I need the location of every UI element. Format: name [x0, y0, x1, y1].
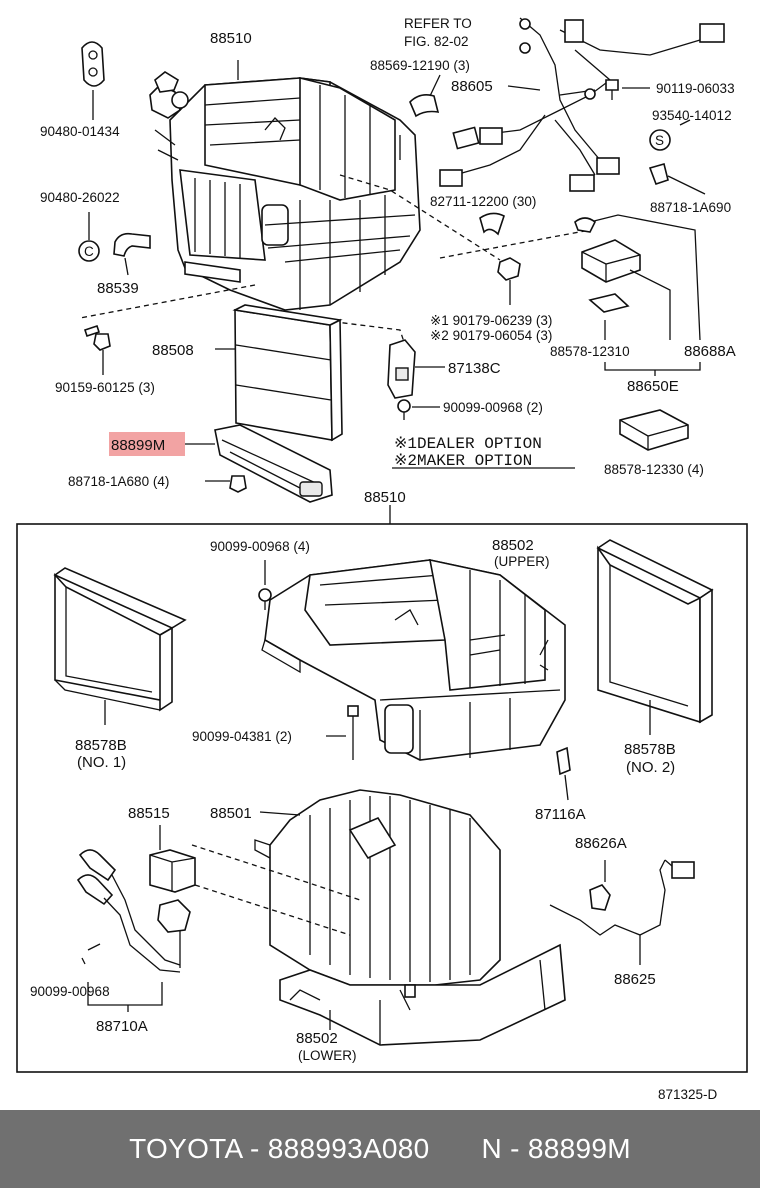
heater-unit-assembly	[149, 71, 421, 311]
label-88625: 88625	[614, 971, 656, 988]
label-88510-top: 88510	[210, 30, 252, 47]
screw-90099-00968-2	[397, 399, 440, 420]
label-88578-12310: 88578-12310	[550, 344, 630, 359]
bolt-90119-06033	[605, 79, 650, 100]
label-88626A: 88626A	[575, 835, 627, 852]
label-90099-4: 90099-00968 (4)	[210, 539, 310, 554]
clip-88718-1A690	[648, 163, 706, 195]
bolt-90159-60125	[83, 324, 111, 375]
nut-90179	[497, 257, 521, 305]
label-no2: (NO. 2)	[626, 759, 675, 776]
bolt-90099-04381	[326, 705, 359, 760]
label-87138C: 87138C	[448, 360, 501, 377]
label-no1: (NO. 1)	[77, 754, 126, 771]
brand-part-number: TOYOTA - 888993A080	[129, 1133, 430, 1164]
pipe-88710A	[76, 849, 191, 1012]
label-90159: 90159-60125 (3)	[55, 380, 155, 395]
part-number-footer: TOYOTA - 888993A080 N - 88899M	[0, 1110, 760, 1188]
label-refer: REFER TO	[404, 16, 472, 31]
hose-88539	[113, 232, 151, 276]
label-refer-fig: FIG. 82-02	[404, 34, 469, 49]
label-88502-lower: 88502	[296, 1030, 338, 1047]
label-90099-2: 90099-00968 (2)	[443, 400, 543, 415]
case-lower-88502	[279, 943, 566, 1046]
label-90480a: 90480-01434	[40, 124, 120, 139]
sub-assembly-frame	[16, 523, 748, 1073]
figure-number: 871325-D	[658, 1087, 718, 1102]
label-88578B-1: 88578B	[75, 737, 127, 754]
amplifier-88650E	[574, 214, 701, 376]
clamp-82711	[479, 212, 505, 236]
label-88899M: 88899M	[111, 437, 165, 454]
reference-number: N - 88899M	[481, 1133, 631, 1164]
svg-text:S: S	[655, 133, 664, 148]
label-88539: 88539	[97, 280, 139, 297]
label-90179-1: ※1 90179-06239 (3)	[430, 313, 552, 328]
label-88605: 88605	[451, 78, 493, 95]
label-88510-mid: 88510	[364, 489, 406, 506]
grommet-90480-26022: C	[78, 212, 100, 262]
label-88508: 88508	[152, 342, 194, 359]
filter-88578-12330	[619, 409, 689, 451]
label-90480b: 90480-26022	[40, 190, 120, 205]
label-87116A: 87116A	[535, 806, 586, 823]
label-88515: 88515	[128, 805, 170, 822]
label-88718-1A690: 88718-1A690	[650, 200, 731, 215]
clip-93540-14012: S	[649, 119, 691, 151]
grommet-90480-01434	[81, 41, 105, 120]
label-88688A: 88688A	[684, 343, 736, 360]
filter-cover-88899M	[185, 424, 333, 503]
thermistor-88625	[549, 859, 695, 965]
label-90099-00968: 90099-00968	[30, 984, 110, 999]
screw-90099-00968-4	[258, 560, 272, 610]
label-88650E: 88650E	[627, 378, 679, 395]
label-lower: (LOWER)	[298, 1048, 357, 1063]
frame-88578B-no2	[596, 539, 714, 735]
frame-88578B-no1	[53, 567, 187, 725]
label-90179-2: ※2 90179-06054 (3)	[430, 328, 552, 343]
clip-88718-1A680	[205, 475, 247, 493]
case-upper-88502	[261, 558, 566, 761]
label-88578-12330: 88578-12330 (4)	[604, 462, 704, 477]
wire-harness-88605	[439, 17, 725, 192]
label-88569: 88569-12190 (3)	[370, 58, 470, 73]
label-88578B-2: 88578B	[624, 741, 676, 758]
clamp-88569	[409, 74, 441, 118]
label-93540: 93540-14012	[652, 108, 732, 123]
label-88710A: 88710A	[96, 1018, 148, 1035]
label-maker-option: ※2MAKER OPTION	[394, 452, 532, 470]
evaporator-88501	[254, 789, 501, 986]
air-filter-88508	[215, 304, 343, 442]
expansion-valve-88515	[149, 825, 196, 893]
label-88502-upper: 88502	[492, 537, 534, 554]
label-upper: (UPPER)	[494, 554, 550, 569]
label-88501: 88501	[210, 805, 252, 822]
label-88718-1A680: 88718-1A680 (4)	[68, 474, 169, 489]
sensor-87138C	[387, 339, 445, 399]
clip-87116A	[556, 746, 571, 801]
label-90119: 90119-06033	[656, 81, 735, 96]
svg-text:C: C	[84, 244, 94, 259]
label-dealer-option: ※1DEALER OPTION	[394, 435, 542, 453]
label-82711: 82711-12200 (30)	[430, 194, 536, 209]
highlight-88899M	[109, 432, 185, 456]
label-90099-04381: 90099-04381 (2)	[192, 729, 292, 744]
parts-diagram: C	[16, 16, 748, 1102]
